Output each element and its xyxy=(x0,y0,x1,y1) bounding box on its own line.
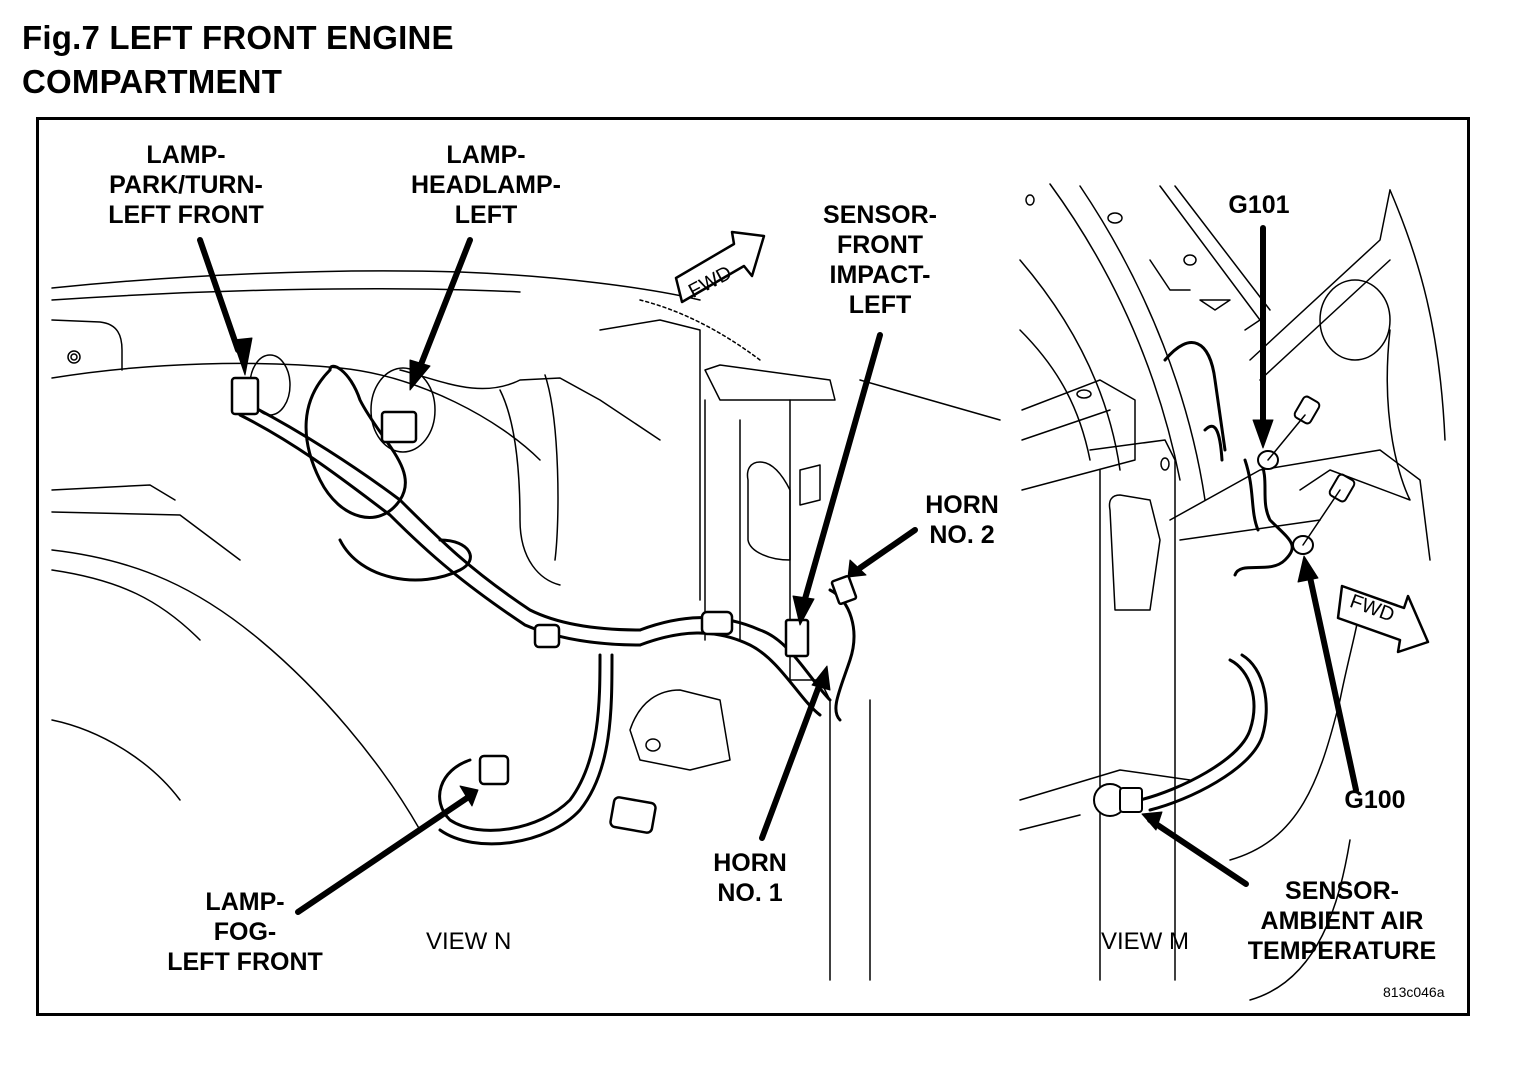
figure-title: Fig.7 LEFT FRONT ENGINE COMPARTMENT xyxy=(22,16,454,104)
horn-2-connector xyxy=(830,574,858,606)
callout-line: FOG- xyxy=(213,918,277,946)
callout-line: LEFT xyxy=(848,291,912,319)
callout-line: LAMP- xyxy=(446,141,526,169)
ambient-air-sensor-connector xyxy=(1119,787,1143,813)
callout-front-impact-sensor: SENSOR- FRONT IMPACT- LEFT xyxy=(800,200,960,320)
callout-line: LEFT FRONT xyxy=(108,201,264,229)
callout-g100: G100 xyxy=(1330,785,1420,815)
view-m-label: VIEW M xyxy=(1101,928,1189,955)
impact-sensor-leader xyxy=(800,332,883,609)
view-m-fasteners xyxy=(1093,395,1356,817)
callout-line: FRONT xyxy=(836,231,924,259)
callout-line: TEMPERATURE xyxy=(1247,937,1437,965)
callout-line: NO. 2 xyxy=(929,521,995,549)
fog-lamp-mating-connector xyxy=(609,796,657,834)
figure-title-line-1: Fig.7 LEFT FRONT ENGINE xyxy=(22,19,454,56)
callout-park-turn-lamp: LAMP- PARK/TURN- LEFT FRONT xyxy=(96,140,276,230)
callout-line: AMBIENT AIR xyxy=(1260,907,1424,935)
diagram-frame xyxy=(36,117,1470,1016)
view-n-label: VIEW N xyxy=(426,928,512,955)
harness-clip xyxy=(533,623,561,649)
park-turn-connector xyxy=(230,376,260,416)
callout-line: PARK/TURN- xyxy=(109,171,263,199)
park-turn-leader xyxy=(197,237,241,353)
headlamp-connector xyxy=(380,410,418,444)
callout-line: G101 xyxy=(1228,191,1290,219)
fog-lamp-connector xyxy=(478,754,510,786)
figure-title-line-2: COMPARTMENT xyxy=(22,63,283,100)
callout-line: HEADLAMP- xyxy=(411,171,561,199)
headlamp-leader xyxy=(415,237,473,375)
g100-bolt xyxy=(1328,473,1356,503)
callout-line: G100 xyxy=(1344,786,1406,814)
inline-connector xyxy=(700,610,734,636)
impact-sensor-connector xyxy=(784,618,810,658)
callout-line: LEFT FRONT xyxy=(167,948,323,976)
callout-line: HORN xyxy=(713,849,787,877)
view-n-connectors xyxy=(230,376,858,834)
g101-bolt xyxy=(1293,395,1321,425)
horn-1-leader xyxy=(759,675,825,841)
callout-line: LAMP- xyxy=(146,141,226,169)
horn-2-leader xyxy=(857,527,918,571)
callout-line: SENSOR- xyxy=(823,201,937,229)
callout-line: SENSOR- xyxy=(1285,877,1399,905)
view-m-harness xyxy=(1138,341,1294,812)
callout-fog-lamp: LAMP- FOG- LEFT FRONT xyxy=(150,887,340,977)
callout-headlamp: LAMP- HEADLAMP- LEFT xyxy=(396,140,576,230)
callout-line: HORN xyxy=(925,491,999,519)
callout-horn-2: HORN NO. 2 xyxy=(912,490,1012,550)
drawing-code: 813c046a xyxy=(1383,984,1445,1000)
ambient-air-leader xyxy=(1147,817,1249,887)
callout-line: LEFT xyxy=(454,201,518,229)
view-n-body-panels xyxy=(51,270,1001,981)
callout-line: NO. 1 xyxy=(717,879,783,907)
callout-line: LAMP- xyxy=(205,888,285,916)
callout-horn-1: HORN NO. 1 xyxy=(700,848,800,908)
view-n-fwd-arrow xyxy=(674,230,766,304)
callout-ambient-air-sensor: SENSOR- AMBIENT AIR TEMPERATURE xyxy=(1232,876,1452,966)
fog-lamp-leader xyxy=(295,793,473,915)
view-n-wiring-harness xyxy=(238,364,856,846)
callout-line: IMPACT- xyxy=(829,261,931,289)
callout-g101: G101 xyxy=(1214,190,1304,220)
view-m-fwd-arrow xyxy=(1336,584,1430,654)
leader-arrows xyxy=(197,225,1359,915)
g100-leader xyxy=(1305,565,1359,793)
